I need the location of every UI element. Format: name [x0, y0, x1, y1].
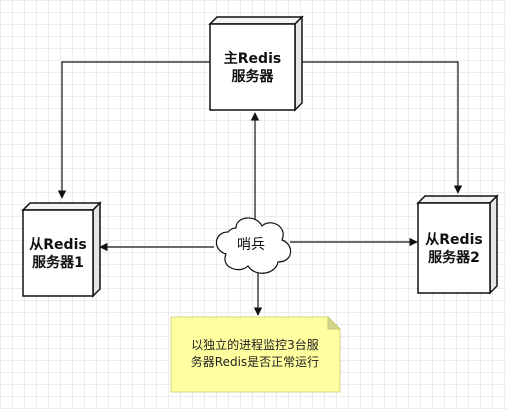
sentinel-label: 哨兵 [237, 237, 265, 253]
note-line1: 以独立的进程监控3台服 [191, 338, 319, 352]
master-label-line1: 主Redis [223, 51, 282, 67]
slave1-label-line1: 从Redis [29, 237, 87, 253]
master-server-label: 主Redis 服务器 [210, 50, 295, 86]
slave1-server-node [21, 201, 102, 298]
sentinel-cloud-shape [215, 217, 292, 274]
edge-master-to-slave2 [296, 61, 463, 194]
edge-master-to-slave1 [57, 61, 210, 199]
note-shape [170, 315, 342, 393]
slave2-server-node [416, 194, 499, 295]
slave1-server-label: 从Redis 服务器1 [23, 236, 93, 272]
slave2-label-line2: 服务器2 [428, 250, 480, 266]
slave2-label-line1: 从Redis [425, 232, 483, 248]
master-server-node [208, 15, 304, 112]
slave2-server-label: 从Redis 服务器2 [418, 231, 490, 267]
master-label-line2: 服务器 [231, 69, 274, 85]
note-line2: 务器Redis是否正常运行 [190, 355, 320, 369]
slave1-label-line2: 服务器1 [32, 255, 84, 271]
note-text: 以独立的进程监控3台服 务器Redis是否正常运行 [174, 337, 336, 371]
